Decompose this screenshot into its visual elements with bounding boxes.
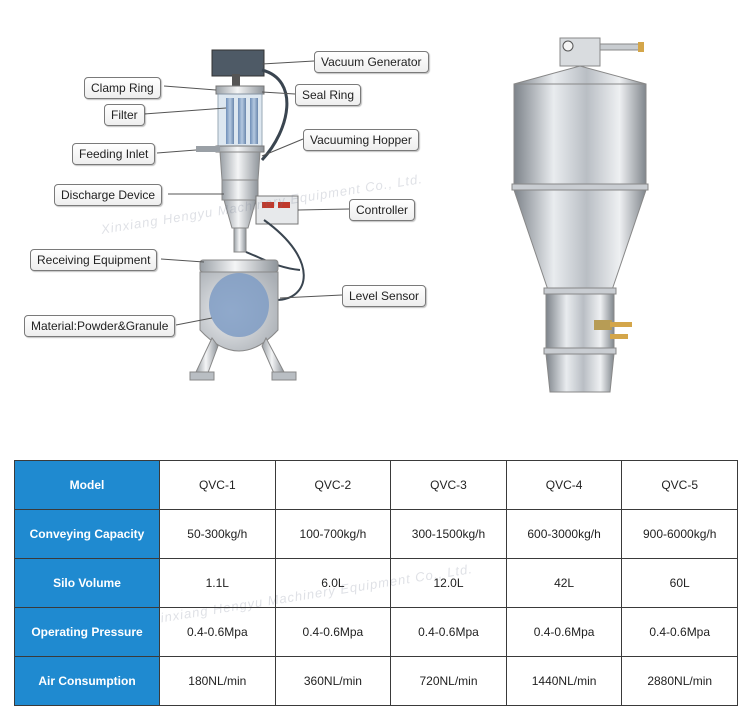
label-controller: Controller xyxy=(349,199,416,221)
table-cell: QVC-2 xyxy=(274,460,392,510)
table-cell: 2880NL/min xyxy=(621,656,738,706)
row-header: Operating Pressure xyxy=(14,607,160,657)
label-level-sensor: Level Sensor xyxy=(342,285,427,307)
label-receiving-equipment: Receiving Equipment xyxy=(30,249,158,271)
table-cell: 0.4-0.6Mpa xyxy=(505,607,623,657)
table-cell: 6.0L xyxy=(274,558,392,608)
table-cell: 900-6000kg/h xyxy=(621,509,738,559)
row-header: Conveying Capacity xyxy=(14,509,160,559)
table-cell: 180NL/min xyxy=(159,656,276,706)
vacuum-feeder-image xyxy=(511,37,649,393)
label-vacuuming-hopper: Vacuuming Hopper xyxy=(303,129,419,151)
table-cell: 0.4-0.6Mpa xyxy=(621,607,738,657)
table-cell: QVC-1 xyxy=(159,460,276,510)
table-cell: QVC-4 xyxy=(505,460,623,510)
table-cell: QVC-3 xyxy=(390,460,507,510)
label-seal-ring: Seal Ring xyxy=(295,84,362,106)
conveyor-diagram: Vacuum Generator Clamp Ring Seal Ring Fi… xyxy=(0,0,440,400)
label-clamp-ring: Clamp Ring xyxy=(84,77,161,99)
table-cell: 1.1L xyxy=(159,558,276,608)
row-header: Air Consumption xyxy=(14,656,160,706)
label-material: Material:Powder&Granule xyxy=(24,315,176,337)
table-cell: 12.0L xyxy=(390,558,507,608)
label-vacuum-generator: Vacuum Generator xyxy=(314,51,429,73)
table-cell: 0.4-0.6Mpa xyxy=(159,607,276,657)
table-cell: 720NL/min xyxy=(390,656,507,706)
label-discharge-device: Discharge Device xyxy=(54,184,163,206)
table-cell: 100-700kg/h xyxy=(274,509,392,559)
table-cell: 600-3000kg/h xyxy=(505,509,623,559)
row-header: Model xyxy=(14,460,160,510)
table-cell: 42L xyxy=(505,558,623,608)
label-filter: Filter xyxy=(104,104,145,126)
table-cell: 0.4-0.6Mpa xyxy=(274,607,392,657)
label-feeding-inlet: Feeding Inlet xyxy=(72,143,156,165)
table-cell: 300-1500kg/h xyxy=(390,509,507,559)
table-cell: 0.4-0.6Mpa xyxy=(390,607,507,657)
conveyor-illustration xyxy=(143,49,350,381)
vacuum-generator-box xyxy=(211,49,265,77)
table-cell: 60L xyxy=(621,558,738,608)
table-cell: QVC-5 xyxy=(621,460,738,510)
row-header: Silo Volume xyxy=(14,558,160,608)
table-cell: 50-300kg/h xyxy=(159,509,276,559)
table-cell: 1440NL/min xyxy=(505,656,623,706)
table-cell: 360NL/min xyxy=(274,656,392,706)
product-photo xyxy=(500,30,660,400)
